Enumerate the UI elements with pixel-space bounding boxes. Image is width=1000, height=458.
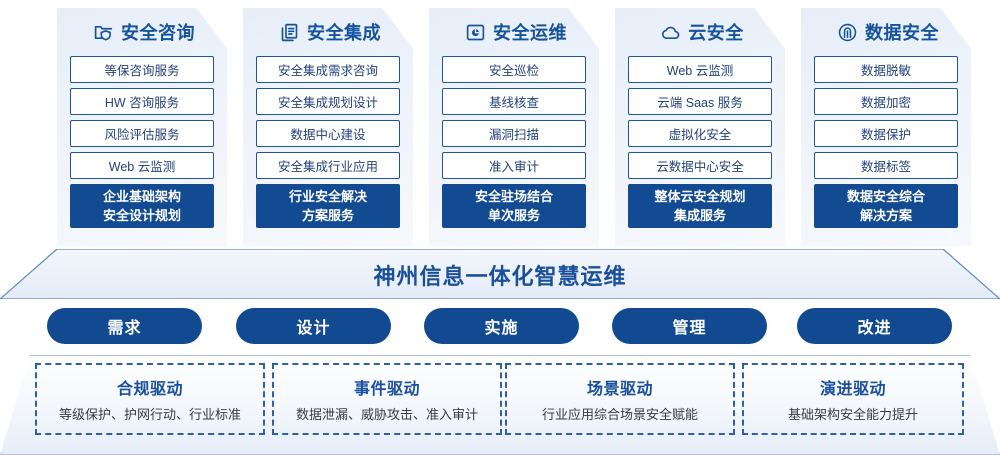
service-item[interactable]: Web 云监测 — [628, 56, 772, 83]
pillar-column-security-consulting[interactable]: 安全咨询 等保咨询服务 HW 咨询服务 风险评估服务 Web 云监测 企业基础架… — [57, 8, 227, 246]
column-body: 数据脱敏 数据加密 数据保护 数据标签 数据安全综合 解决方案 — [801, 56, 971, 228]
lifecycle-pills: 需求 设计 实施 管理 改进 — [0, 308, 1000, 348]
driver-card-compliance[interactable]: 合规驱动 等级保护、护网行动、行业标准 — [35, 363, 265, 435]
column-title: 安全运维 — [493, 23, 567, 43]
column-body: 安全集成需求咨询 安全集成规划设计 数据中心建设 安全集成行业应用 行业安全解决… — [243, 56, 413, 228]
service-item[interactable]: 风险评估服务 — [70, 120, 214, 147]
summary-line: 整体云安全规划 — [654, 189, 746, 204]
summary-line: 行业安全解决 — [288, 189, 367, 204]
pillar-column-security-integration[interactable]: 安全集成 安全集成需求咨询 安全集成规划设计 数据中心建设 安全集成行业应用 行… — [243, 8, 413, 246]
service-item[interactable]: 安全集成规划设计 — [256, 88, 400, 115]
driver-subtitle: 行业应用综合场景安全赋能 — [541, 407, 698, 422]
column-header: 安全运维 — [429, 8, 599, 56]
service-item[interactable]: 安全集成需求咨询 — [256, 56, 400, 83]
folder-shield-icon — [93, 22, 114, 43]
column-header: 云安全 — [615, 8, 785, 56]
driver-subtitle: 数据泄漏、威胁攻击、准入审计 — [295, 407, 478, 422]
column-summary-box[interactable]: 行业安全解决 方案服务 — [256, 184, 400, 228]
column-header: 数据安全 — [801, 8, 971, 56]
service-item[interactable]: 云数据中心安全 — [628, 152, 772, 179]
drivers-list: 合规驱动 等级保护、护网行动、行业标准 事件驱动 数据泄漏、威胁攻击、准入审计 … — [0, 355, 1000, 455]
driver-card-incident[interactable]: 事件驱动 数据泄漏、威胁攻击、准入审计 — [272, 363, 502, 435]
driver-subtitle: 等级保护、护网行动、行业标准 — [58, 407, 241, 422]
column-header: 安全集成 — [243, 8, 413, 56]
service-item[interactable]: 漏洞扫描 — [442, 120, 586, 147]
service-item[interactable]: 准入审计 — [442, 152, 586, 179]
column-header: 安全咨询 — [57, 8, 227, 56]
summary-line: 方案服务 — [301, 208, 354, 223]
column-summary-box[interactable]: 数据安全综合 解决方案 — [814, 184, 958, 228]
summary-line: 解决方案 — [859, 208, 912, 223]
summary-line: 安全设计规划 — [102, 208, 181, 223]
service-item[interactable]: 数据加密 — [814, 88, 958, 115]
fingerprint-icon — [837, 22, 858, 43]
driver-subtitle: 基础架构安全能力提升 — [787, 407, 918, 422]
summary-line: 安全驻场结合 — [474, 189, 553, 204]
summary-line: 数据安全综合 — [846, 189, 925, 204]
summary-line: 企业基础架构 — [102, 189, 181, 204]
folder-chart-icon — [465, 22, 486, 43]
column-body: 安全巡检 基线核查 漏洞扫描 准入审计 安全驻场结合 单次服务 — [429, 56, 599, 228]
column-summary-box[interactable]: 企业基础架构 安全设计规划 — [70, 184, 214, 228]
pillar-columns: 安全咨询 等保咨询服务 HW 咨询服务 风险评估服务 Web 云监测 企业基础架… — [57, 8, 971, 246]
platform-banner: 神州信息一体化智慧运维 — [0, 249, 1000, 299]
column-summary-box[interactable]: 安全驻场结合 单次服务 — [442, 184, 586, 228]
column-title: 安全集成 — [307, 23, 381, 43]
service-item[interactable]: 基线核查 — [442, 88, 586, 115]
column-title: 安全咨询 — [121, 23, 195, 43]
service-item[interactable]: 数据中心建设 — [256, 120, 400, 147]
column-title: 云安全 — [688, 23, 744, 43]
service-item[interactable]: 等保咨询服务 — [70, 56, 214, 83]
service-item[interactable]: HW 咨询服务 — [70, 88, 214, 115]
column-title: 数据安全 — [865, 23, 939, 43]
column-body: Web 云监测 云端 Saas 服务 虚拟化安全 云数据中心安全 整体云安全规划… — [615, 56, 785, 228]
summary-line: 集成服务 — [673, 208, 726, 223]
service-item[interactable]: 安全巡检 — [442, 56, 586, 83]
driver-title: 演进驱动 — [819, 381, 886, 398]
driver-card-scenario[interactable]: 场景驱动 行业应用综合场景安全赋能 — [505, 363, 735, 435]
service-item[interactable]: 数据脱敏 — [814, 56, 958, 83]
platform-banner-title: 神州信息一体化智慧运维 — [373, 264, 627, 289]
lifecycle-pill-requirements[interactable]: 需求 — [47, 308, 202, 344]
lifecycle-pill-improvement[interactable]: 改进 — [797, 308, 952, 344]
pillar-column-security-operations[interactable]: 安全运维 安全巡检 基线核查 漏洞扫描 准入审计 安全驻场结合 单次服务 — [429, 8, 599, 246]
lifecycle-pill-management[interactable]: 管理 — [612, 308, 767, 344]
driver-card-evolution[interactable]: 演进驱动 基础架构安全能力提升 — [742, 363, 964, 435]
driver-title: 场景驱动 — [586, 381, 653, 398]
lifecycle-pill-design[interactable]: 设计 — [236, 308, 391, 344]
service-item[interactable]: 云端 Saas 服务 — [628, 88, 772, 115]
column-body: 等保咨询服务 HW 咨询服务 风险评估服务 Web 云监测 企业基础架构 安全设… — [57, 56, 227, 228]
service-item[interactable]: 数据保护 — [814, 120, 958, 147]
service-item[interactable]: 虚拟化安全 — [628, 120, 772, 147]
documents-stack-icon — [279, 22, 300, 43]
service-item[interactable]: 数据标签 — [814, 152, 958, 179]
summary-line: 单次服务 — [487, 208, 540, 223]
driver-title: 事件驱动 — [353, 381, 420, 398]
pillar-column-cloud-security[interactable]: 云安全 Web 云监测 云端 Saas 服务 虚拟化安全 云数据中心安全 整体云… — [615, 8, 785, 246]
cloud-icon — [660, 22, 681, 43]
column-summary-box[interactable]: 整体云安全规划 集成服务 — [628, 184, 772, 228]
service-item[interactable]: Web 云监测 — [70, 152, 214, 179]
pillar-column-data-security[interactable]: 数据安全 数据脱敏 数据加密 数据保护 数据标签 数据安全综合 解决方案 — [801, 8, 971, 246]
lifecycle-pill-implementation[interactable]: 实施 — [424, 308, 579, 344]
service-item[interactable]: 安全集成行业应用 — [256, 152, 400, 179]
driver-title: 合规驱动 — [116, 381, 183, 398]
